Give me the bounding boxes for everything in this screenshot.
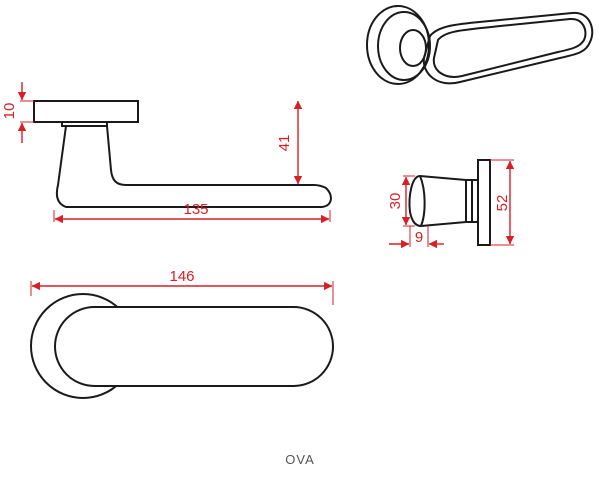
front-spindle [465, 179, 473, 223]
perspective-view [366, 5, 594, 85]
side-spindle [61, 121, 108, 127]
front-rose [477, 159, 491, 246]
dim-label-grip-depth: 9 [415, 229, 423, 246]
spindle-neck [399, 29, 427, 67]
dim-total-length: 146 [30, 268, 334, 305]
dim-label-rose-thickness: 10 [1, 103, 18, 120]
top-lever [54, 306, 334, 387]
dim-rose-thickness: 10 [1, 82, 34, 143]
dim-label-total-length: 146 [169, 268, 194, 285]
front-grip [408, 174, 467, 228]
dim-label-rose-diameter: 52 [494, 195, 511, 212]
lever-body [422, 11, 594, 85]
front-grip-edge [419, 175, 426, 227]
dim-grip-height: 30 [387, 175, 415, 227]
side-view [33, 100, 332, 208]
dim-grip-depth: 9 [389, 226, 444, 249]
lever-inner-edge [432, 17, 587, 78]
side-lever [55, 125, 332, 208]
dim-label-handle-height: 41 [276, 135, 293, 152]
side-rose [33, 100, 139, 123]
model-name: OVA [285, 452, 315, 467]
top-view [30, 293, 334, 399]
dim-label-grip-height: 30 [387, 193, 404, 210]
dim-rose-diameter: 52 [490, 159, 515, 246]
dim-handle-height: 41 [276, 100, 303, 185]
dim-label-handle-length: 135 [183, 201, 208, 218]
rose-front [377, 11, 431, 81]
dim-handle-length: 135 [53, 201, 331, 224]
